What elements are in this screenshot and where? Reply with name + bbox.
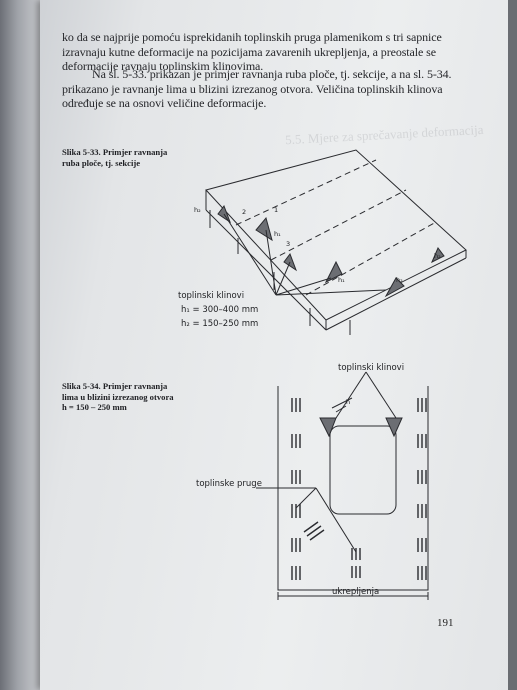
figure-5-34-caption: Slika 5-34. Primjer ravnanja lima u bliz… bbox=[62, 381, 174, 412]
h1-range: h₁ = 300–400 mm bbox=[181, 305, 258, 315]
tag-h1-mid: h₁ bbox=[338, 276, 345, 284]
book-page bbox=[40, 0, 508, 690]
body-paragraph-2: Na sl. 5-33. prikazan je primjer ravnanj… bbox=[62, 67, 452, 110]
num-1: 1 bbox=[274, 206, 278, 214]
label-toplinske-pruge: toplinske pruge bbox=[196, 479, 262, 489]
page-number: 191 bbox=[437, 617, 454, 629]
tag-h2-left: h₂ bbox=[194, 206, 201, 214]
plate-front-edge bbox=[205, 209, 327, 331]
tag-h2-far: h₂ bbox=[434, 252, 441, 260]
h2-range: h₂ = 150–250 mm bbox=[181, 319, 258, 329]
num-3: 3 bbox=[286, 240, 290, 248]
plate-outline bbox=[205, 149, 467, 321]
figure-5-34-opening-diagram: toplinski klinovi h toplinske pruge ukre… bbox=[196, 363, 429, 600]
label-h: h bbox=[346, 398, 350, 406]
tag-h2-right: h₂ bbox=[396, 276, 403, 284]
figure-5-33-plate-diagram: h₂ 2 1 h₁ 3 h₁ h₂ h₂ toplinski klinovi h… bbox=[178, 149, 467, 335]
label-ukrepljenja: ukrepljenja bbox=[332, 587, 379, 597]
figure-5-33-caption: Slika 5-33. Primjer ravnanja ruba ploče,… bbox=[62, 147, 168, 168]
tag-h1-top: h₁ bbox=[274, 230, 281, 238]
label-toplinski-klinovi-1: toplinski klinovi bbox=[178, 291, 244, 301]
num-2: 2 bbox=[242, 208, 246, 216]
label-toplinski-klinovi-2: toplinski klinovi bbox=[338, 363, 404, 373]
right-page-edge bbox=[508, 0, 517, 690]
cut-opening bbox=[329, 425, 397, 515]
body-paragraph-1: ko da se najprije pomoću isprekidanih to… bbox=[62, 30, 442, 73]
